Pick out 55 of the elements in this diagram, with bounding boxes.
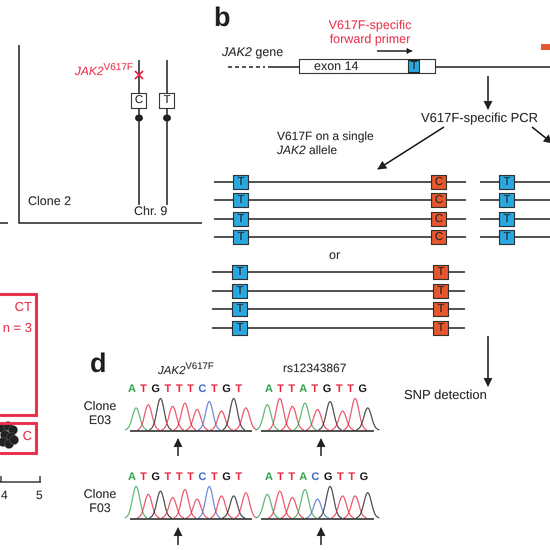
edge-label: V617F on a single JAK2 allele (277, 130, 375, 158)
sequence-text: A T G T T T C T G T (128, 471, 242, 484)
allele-box: T (499, 175, 515, 190)
primer-label: V617F-specific forward primer (328, 18, 412, 47)
exon-box (299, 59, 436, 74)
group-label: n = 3 (2, 320, 32, 335)
or-label: or (329, 248, 340, 262)
allele-box: T (433, 284, 449, 299)
exon-label: exon 14 (314, 59, 358, 73)
gene-label: JAK2 gene (222, 45, 284, 60)
arrow (532, 126, 550, 144)
allele-box: C (131, 93, 147, 109)
allele-box: T (233, 175, 249, 190)
allele-box: T (499, 193, 515, 208)
tick-label: 5 (36, 489, 43, 503)
allele-box: T (233, 230, 249, 245)
allele-box: T (233, 212, 249, 227)
allele-box: T (233, 193, 249, 208)
arrow (484, 76, 492, 110)
locus-label: JAK2$^{V617F}$ (158, 361, 214, 378)
clone-label: Clone E03 (82, 399, 118, 428)
panel-letter: d (90, 348, 106, 380)
allele-box: T (433, 321, 449, 336)
group-label: CT (14, 299, 32, 314)
allele-box: T (232, 321, 248, 336)
tick-label: 4 (1, 489, 8, 503)
sequence-text: A T G T T T C T G T (128, 383, 242, 396)
allele-box: T (159, 93, 175, 109)
allele-box: T (232, 284, 248, 299)
step-label: V617F-specific PCR (421, 110, 550, 126)
allele-box: T (499, 212, 515, 227)
allele-box: T (433, 265, 449, 280)
clone-label: Clone 2 (28, 194, 72, 208)
allele-box: T (499, 230, 515, 245)
allele-box: C (431, 230, 447, 245)
mutation-label: JAK2$^{V617F}$ (74, 62, 133, 79)
allele-box: T (232, 302, 248, 317)
step-label: SNP detection (404, 387, 504, 403)
sequence-text: A T T A T G T T G (265, 383, 367, 396)
allele-box: T (232, 265, 248, 280)
sequence-text: A T T A C G T T G (265, 471, 368, 484)
group-label: C (22, 428, 32, 443)
allele-box: C (431, 193, 447, 208)
group-box (0, 293, 38, 417)
locus-label: rs12343867 (283, 362, 346, 376)
panel-letter: b (214, 2, 230, 34)
allele-box: T (433, 302, 449, 317)
allele-box: C (431, 175, 447, 190)
chromosome-label: Chr. 9 (134, 204, 168, 218)
allele-box: C (431, 212, 447, 227)
arrow (484, 336, 492, 387)
group-box (0, 422, 38, 455)
arrow (377, 126, 444, 170)
allele-box: T (408, 60, 420, 73)
clone-label: Clone F03 (82, 487, 118, 516)
